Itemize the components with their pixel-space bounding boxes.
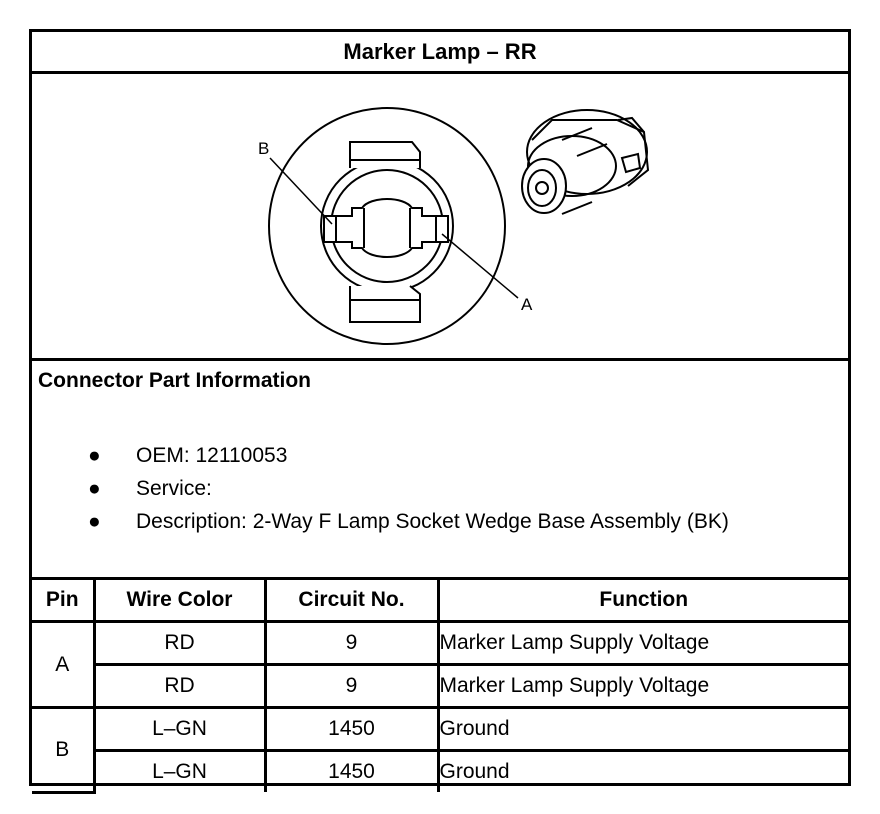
table-header-row: Pin Wire Color Circuit No. Function xyxy=(32,580,848,623)
table-row: A RD 9 Marker Lamp Supply Voltage xyxy=(32,620,848,709)
bullet-icon: ● xyxy=(88,444,101,467)
pin-cell: A xyxy=(32,620,96,709)
table-row: RD 9 Marker Lamp Supply Voltage xyxy=(32,663,848,709)
wire-color-cell: RD xyxy=(92,620,267,666)
circuit-cell: 1450 xyxy=(263,749,440,792)
callout-b-leader xyxy=(269,157,333,225)
pin-cell: B xyxy=(32,706,96,794)
list-item-description: ● Description: 2-Way F Lamp Socket Wedge … xyxy=(32,505,848,538)
oem-text: OEM: 12110053 xyxy=(136,444,288,467)
connector-top-latch xyxy=(349,141,421,168)
terminal-b xyxy=(323,215,337,243)
wire-color-cell: L–GN xyxy=(92,749,267,792)
lamp-socket-illustration xyxy=(521,109,650,215)
pin-table: Pin Wire Color Circuit No. Function A RD… xyxy=(32,580,848,794)
function-cell: Ground xyxy=(436,706,848,752)
circuit-cell: 9 xyxy=(263,663,440,709)
connector-sheet: Marker Lamp – RR xyxy=(29,29,851,794)
page-title: Marker Lamp – RR xyxy=(32,32,848,74)
info-heading: Connector Part Information xyxy=(38,369,312,392)
bullet-icon: ● xyxy=(88,477,101,500)
header-function: Function xyxy=(436,580,848,623)
connector-illustration: B A xyxy=(258,107,650,345)
header-circuit-no: Circuit No. xyxy=(263,580,440,623)
header-wire-color: Wire Color xyxy=(92,580,267,623)
function-cell: Ground xyxy=(436,749,848,792)
list-item-oem: ● OEM: 12110053 xyxy=(32,439,848,472)
terminal-cavity xyxy=(334,198,437,258)
service-text: Service: xyxy=(136,477,212,500)
wire-color-cell: L–GN xyxy=(92,706,267,752)
terminal-a xyxy=(435,215,449,243)
connector-face-outer xyxy=(268,107,506,345)
connector-part-info: Connector Part Information ● OEM: 1211005… xyxy=(32,361,848,580)
callout-a-leader xyxy=(441,233,519,299)
description-text: Description: 2-Way F Lamp Socket Wedge B… xyxy=(136,510,729,533)
circuit-cell: 9 xyxy=(263,620,440,666)
circuit-cell: 1450 xyxy=(263,706,440,752)
wire-color-cell: RD xyxy=(92,663,267,709)
function-cell: Marker Lamp Supply Voltage xyxy=(436,620,848,666)
table-row: B L–GN 1450 Ground xyxy=(32,706,848,794)
header-pin: Pin xyxy=(32,580,96,623)
callout-b-label: B xyxy=(258,139,269,158)
connector-bottom-latch xyxy=(349,285,421,323)
callout-a-label: A xyxy=(521,295,533,314)
table-row: L–GN 1450 Ground xyxy=(32,749,848,792)
bullet-icon: ● xyxy=(88,510,101,533)
function-cell: Marker Lamp Supply Voltage xyxy=(436,663,848,709)
connector-diagram: B A xyxy=(32,74,848,361)
list-item-service: ● Service: xyxy=(32,472,848,505)
info-list: ● OEM: 12110053 ● Service: ● Description: 2… xyxy=(32,439,848,538)
